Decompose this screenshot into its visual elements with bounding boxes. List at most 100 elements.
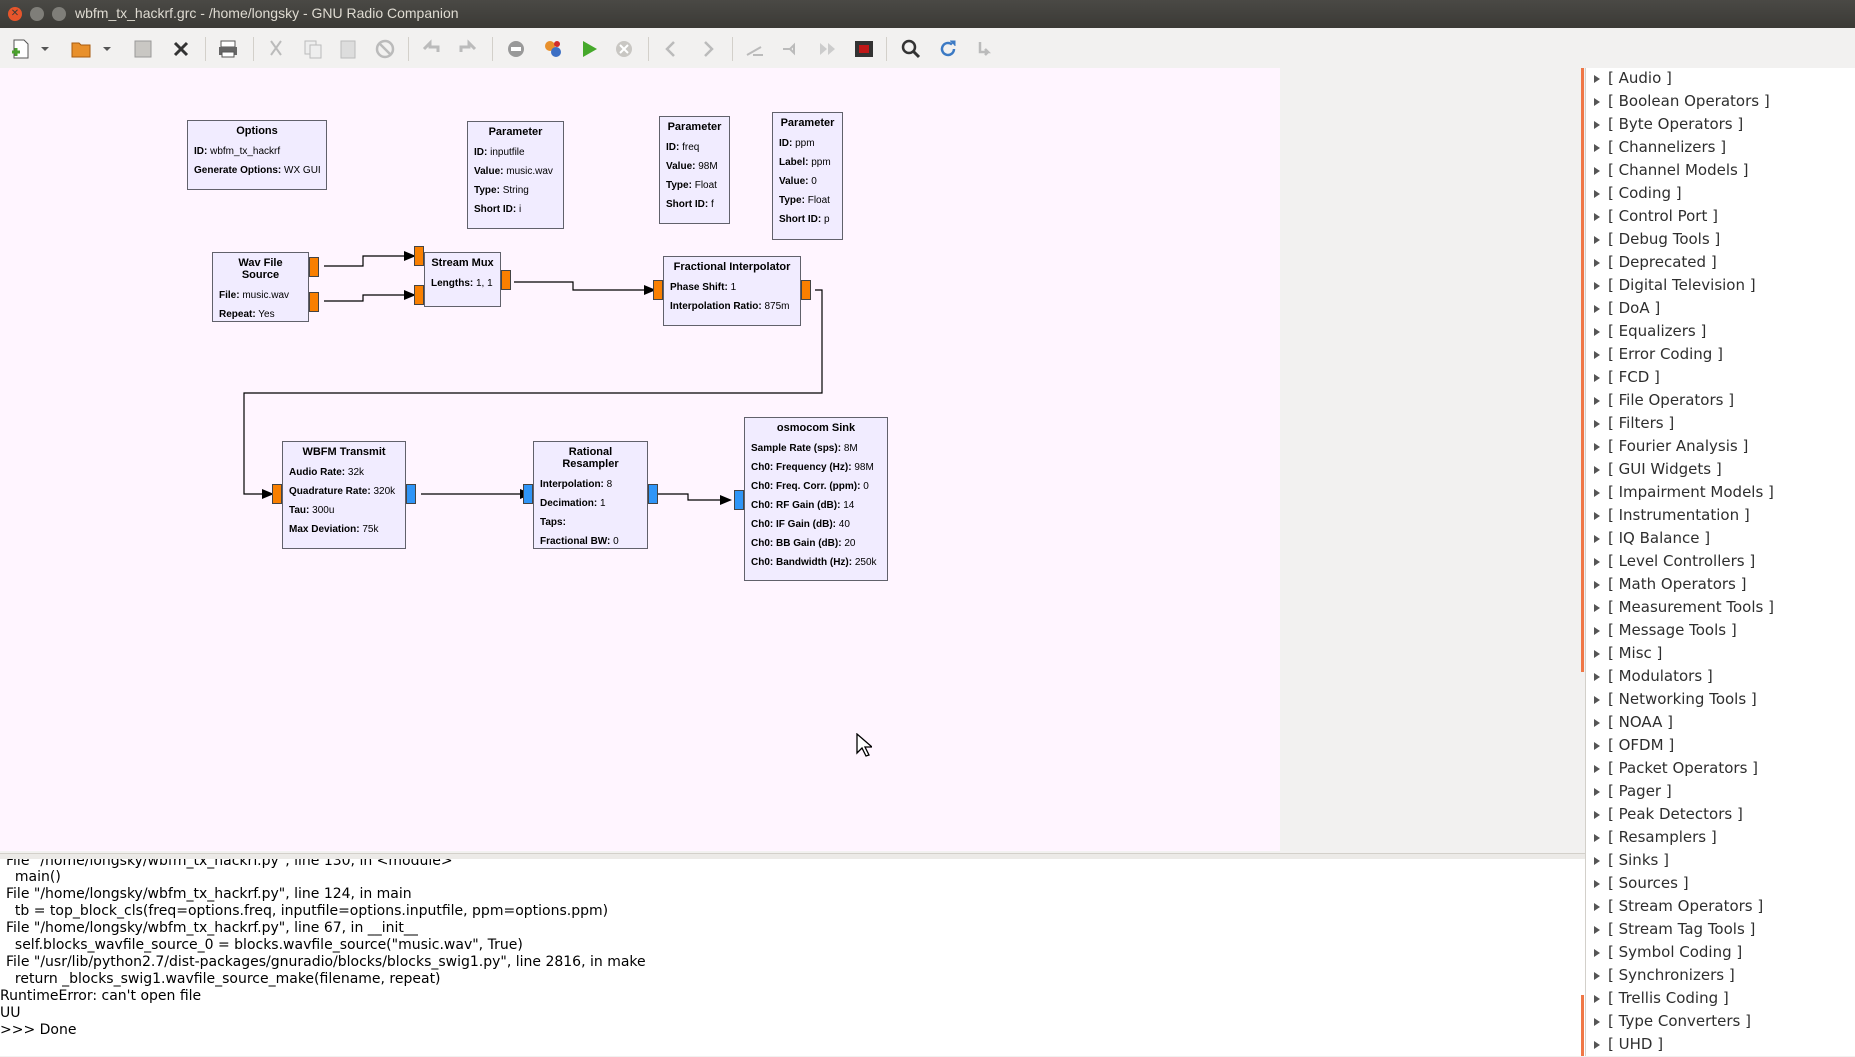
expand-arrow-icon[interactable]	[1594, 281, 1600, 290]
expand-arrow-icon[interactable]	[1594, 948, 1600, 957]
search-icon[interactable]	[898, 36, 924, 62]
expand-arrow-icon[interactable]	[1594, 695, 1600, 704]
osmocom-sink-block[interactable]: osmocom Sink Sample Rate (sps): 8M Ch0: …	[744, 417, 888, 581]
expand-arrow-icon[interactable]	[1594, 741, 1600, 750]
parameter-freq-block[interactable]: Parameter ID: freq Value: 98M Type: Floa…	[659, 116, 730, 224]
tree-category[interactable]: [ Sources ]	[1594, 874, 1689, 896]
expand-arrow-icon[interactable]	[1594, 1017, 1600, 1026]
tree-category[interactable]: [ Debug Tools ]	[1594, 230, 1720, 252]
more-icon[interactable]	[972, 36, 998, 62]
find-block-icon[interactable]	[742, 36, 768, 62]
tree-category[interactable]: [ GUI Widgets ]	[1594, 460, 1722, 482]
expand-arrow-icon[interactable]	[1594, 810, 1600, 819]
resampler-in-port[interactable]	[523, 484, 533, 504]
tree-category[interactable]: [ File Operators ]	[1594, 391, 1734, 413]
tree-category[interactable]: [ Pager ]	[1594, 782, 1672, 804]
undo-icon[interactable]	[418, 36, 444, 62]
tree-category[interactable]: [ DoA ]	[1594, 299, 1660, 321]
expand-arrow-icon[interactable]	[1594, 672, 1600, 681]
wbfm-tx-in-port[interactable]	[272, 484, 282, 504]
expand-arrow-icon[interactable]	[1594, 419, 1600, 428]
expand-arrow-icon[interactable]	[1594, 879, 1600, 888]
tree-category[interactable]: [ Packet Operators ]	[1594, 759, 1758, 781]
resampler-out-port[interactable]	[648, 484, 658, 504]
tree-category[interactable]: [ Level Controllers ]	[1594, 552, 1755, 574]
expand-arrow-icon[interactable]	[1594, 350, 1600, 359]
tree-category[interactable]: [ Symbol Coding ]	[1594, 943, 1742, 965]
wav-source-out-port-0[interactable]	[309, 257, 319, 277]
tree-category[interactable]: [ Math Operators ]	[1594, 575, 1747, 597]
osmocom-sink-in-port[interactable]	[734, 490, 744, 510]
expand-arrow-icon[interactable]	[1594, 212, 1600, 221]
tree-category[interactable]: [ Equalizers ]	[1594, 322, 1706, 344]
open-icon[interactable]	[68, 36, 94, 62]
expand-arrow-icon[interactable]	[1594, 143, 1600, 152]
tree-category[interactable]: [ Stream Operators ]	[1594, 897, 1763, 919]
tree-category[interactable]: [ Channel Models ]	[1594, 161, 1748, 183]
execute-icon[interactable]	[576, 36, 602, 62]
wbfm-transmit-block[interactable]: WBFM Transmit Audio Rate: 32k Quadrature…	[282, 441, 406, 549]
expand-arrow-icon[interactable]	[1594, 856, 1600, 865]
tree-category[interactable]: [ Trellis Coding ]	[1594, 989, 1729, 1011]
refresh-icon[interactable]	[935, 36, 961, 62]
close-window-button[interactable]: ✕	[8, 7, 22, 21]
bypass-icon[interactable]	[540, 36, 566, 62]
tree-category[interactable]: [ NOAA ]	[1594, 713, 1673, 735]
tree-category[interactable]: [ Impairment Models ]	[1594, 483, 1774, 505]
expand-arrow-icon[interactable]	[1594, 626, 1600, 635]
console-output[interactable]: File "/home/longsky/wbfm_tx_hackrf.py", …	[0, 859, 1585, 1056]
expand-arrow-icon[interactable]	[1594, 534, 1600, 543]
expand-arrow-icon[interactable]	[1594, 166, 1600, 175]
expand-arrow-icon[interactable]	[1594, 488, 1600, 497]
tree-category[interactable]: [ Stream Tag Tools ]	[1594, 920, 1755, 942]
tree-category[interactable]: [ Fourier Analysis ]	[1594, 437, 1748, 459]
screenshot-icon[interactable]	[851, 36, 877, 62]
delete-icon[interactable]	[372, 36, 398, 62]
tree-category[interactable]: [ Control Port ]	[1594, 207, 1718, 229]
expand-arrow-icon[interactable]	[1594, 649, 1600, 658]
tree-category[interactable]: [ Boolean Operators ]	[1594, 92, 1770, 114]
expand-arrow-icon[interactable]	[1594, 327, 1600, 336]
expand-arrow-icon[interactable]	[1594, 74, 1600, 83]
panel-resize-handle[interactable]	[1581, 68, 1584, 672]
expand-arrow-icon[interactable]	[1594, 189, 1600, 198]
expand-arrow-icon[interactable]	[1594, 764, 1600, 773]
parameter-inputfile-block[interactable]: Parameter ID: inputfile Value: music.wav…	[467, 121, 564, 229]
tree-category[interactable]: [ Resamplers ]	[1594, 828, 1717, 850]
expand-arrow-icon[interactable]	[1594, 1040, 1600, 1049]
frac-interp-out-port[interactable]	[801, 280, 811, 300]
wav-file-source-block[interactable]: Wav File Source File: music.wav Repeat: …	[212, 252, 309, 322]
expand-arrow-icon[interactable]	[1594, 994, 1600, 1003]
expand-arrow-icon[interactable]	[1594, 971, 1600, 980]
fractional-interpolator-block[interactable]: Fractional Interpolator Phase Shift: 1 I…	[663, 256, 801, 326]
panel-resize-handle[interactable]	[1581, 995, 1584, 1056]
expand-arrow-icon[interactable]	[1594, 557, 1600, 566]
new-dropdown-icon[interactable]	[38, 36, 52, 62]
tree-category[interactable]: [ FCD ]	[1594, 368, 1660, 390]
rotate-ccw-icon[interactable]	[658, 36, 684, 62]
tree-category[interactable]: [ Sinks ]	[1594, 851, 1669, 873]
tree-category[interactable]: [ Message Tools ]	[1594, 621, 1737, 643]
print-icon[interactable]	[215, 36, 241, 62]
tree-category[interactable]: [ Audio ]	[1594, 69, 1672, 91]
tree-category[interactable]: [ Deprecated ]	[1594, 253, 1717, 275]
expand-arrow-icon[interactable]	[1594, 396, 1600, 405]
tree-category[interactable]: [ Type Converters ]	[1594, 1012, 1751, 1034]
stream-mux-in-port-0[interactable]	[414, 246, 424, 266]
expand-arrow-icon[interactable]	[1594, 833, 1600, 842]
frac-interp-in-port[interactable]	[653, 280, 663, 300]
expand-arrow-icon[interactable]	[1594, 580, 1600, 589]
expand-arrow-icon[interactable]	[1594, 97, 1600, 106]
tree-category[interactable]: [ Error Coding ]	[1594, 345, 1723, 367]
tree-category[interactable]: [ Networking Tools ]	[1594, 690, 1757, 712]
tree-category[interactable]: [ Measurement Tools ]	[1594, 598, 1774, 620]
stream-mux-out-port[interactable]	[501, 270, 511, 290]
new-icon[interactable]	[8, 36, 34, 62]
expand-arrow-icon[interactable]	[1594, 258, 1600, 267]
tree-category[interactable]: [ Filters ]	[1594, 414, 1674, 436]
tree-category[interactable]: [ Channelizers ]	[1594, 138, 1726, 160]
save-icon[interactable]	[130, 36, 156, 62]
reload-icon[interactable]	[778, 36, 804, 62]
rational-resampler-block[interactable]: Rational Resampler Interpolation: 8 Deci…	[533, 441, 648, 549]
expand-arrow-icon[interactable]	[1594, 603, 1600, 612]
